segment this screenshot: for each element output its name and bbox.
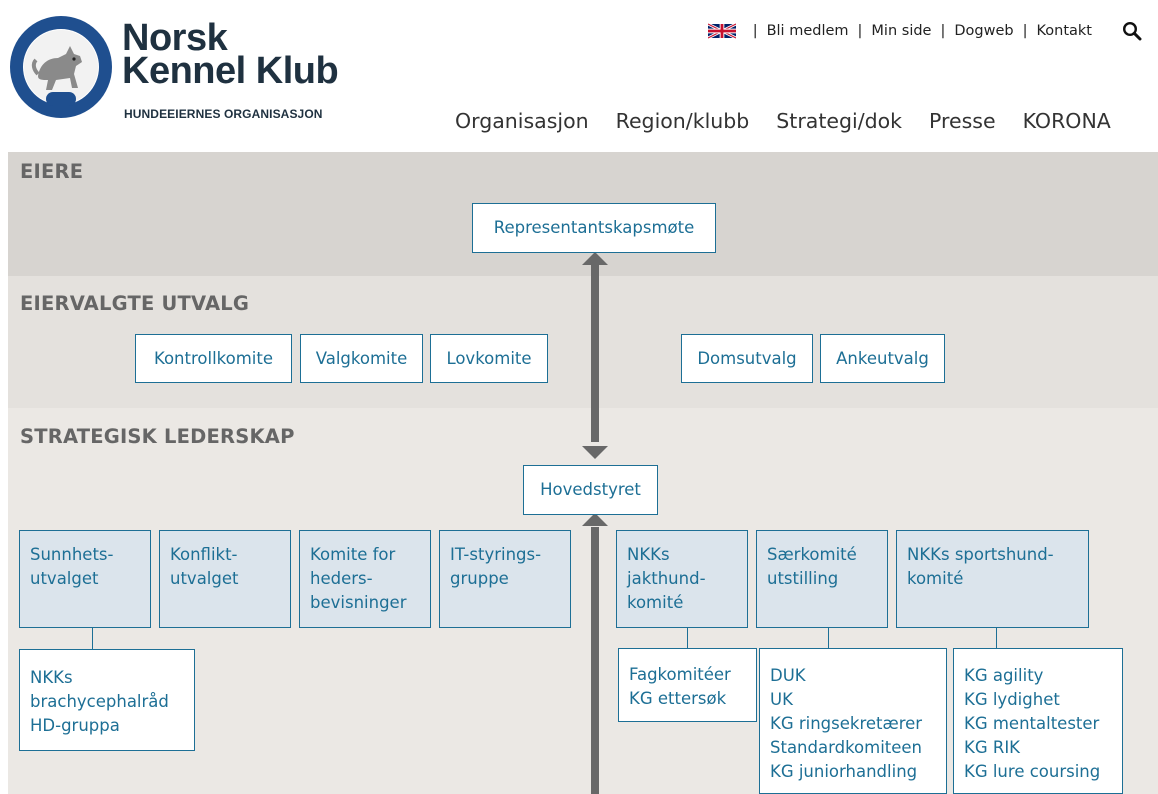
- committee-saerkomite-utstilling[interactable]: Særkomité utstilling: [756, 530, 888, 628]
- committee-konfliktutvalget[interactable]: Konflikt- utvalget: [159, 530, 291, 628]
- arrowhead-up: [582, 513, 608, 526]
- band-title-strategisk-lederskap: STRATEGISK LEDERSKAP: [20, 425, 295, 448]
- link-min-side[interactable]: Min side: [871, 23, 932, 39]
- connector-line: [687, 628, 688, 648]
- separator: |: [1022, 23, 1028, 39]
- connector-line: [92, 628, 93, 649]
- site-header: Norsk Kennel Klub HUNDEEIERNES ORGANISAS…: [0, 0, 1158, 152]
- band-title-eiere: EIERE: [20, 160, 84, 183]
- connector-line: [996, 628, 997, 648]
- connector-line: [828, 628, 829, 648]
- search-icon[interactable]: [1122, 21, 1142, 41]
- connector-spine-upper: [591, 264, 599, 442]
- separator: |: [752, 23, 758, 39]
- uk-flag-icon[interactable]: [707, 23, 736, 39]
- box-domsutvalg[interactable]: Domsutvalg: [681, 334, 813, 383]
- subgroup-sunnhet: NKKs brachycephalråd HD-gruppa: [19, 649, 195, 751]
- nav-organisasjon[interactable]: Organisasjon: [455, 109, 589, 133]
- committee-sunnhetsutvalget[interactable]: Sunnhets- utvalget: [19, 530, 151, 628]
- nkk-logo-seal[interactable]: [8, 14, 114, 120]
- committee-heders-bevisninger[interactable]: Komite for heders- bevisninger: [299, 530, 431, 628]
- committee-sportshundkomite[interactable]: NKKs sportshund- komité: [896, 530, 1089, 628]
- box-lovkomite[interactable]: Lovkomite: [430, 334, 548, 383]
- box-kontrollkomite[interactable]: Kontrollkomite: [135, 334, 292, 383]
- nav-korona[interactable]: KORONA: [1022, 109, 1111, 133]
- brand-name[interactable]: Norsk Kennel Klub: [122, 17, 339, 92]
- separator: |: [940, 23, 946, 39]
- box-valgkomite[interactable]: Valgkomite: [300, 334, 423, 383]
- subgroup-utstilling: DUK UK KG ringsekretærer Standardkomitee…: [759, 648, 947, 794]
- subgroup-sportshund: KG agility KG lydighet KG mentaltester K…: [953, 648, 1123, 794]
- link-dogweb[interactable]: Dogweb: [954, 23, 1014, 39]
- link-bli-medlem[interactable]: Bli medlem: [766, 23, 849, 39]
- nav-region-klubb[interactable]: Region/klubb: [615, 109, 750, 133]
- box-ankeutvalg[interactable]: Ankeutvalg: [820, 334, 945, 383]
- nav-strategi-dok[interactable]: Strategi/dok: [776, 109, 903, 133]
- main-nav: Organisasjon Region/klubb Strategi/dok P…: [455, 109, 1138, 133]
- box-representantskapsmote[interactable]: Representantskapsmøte: [472, 203, 716, 253]
- separator: |: [857, 23, 863, 39]
- committee-it-styringsgruppe[interactable]: IT-styrings- gruppe: [439, 530, 571, 628]
- box-hovedstyret[interactable]: Hovedstyret: [523, 465, 658, 515]
- band-title-eiervalgte-utvalg: EIERVALGTE UTVALG: [20, 292, 250, 315]
- link-kontakt[interactable]: Kontakt: [1036, 23, 1092, 39]
- connector-spine-lower: [591, 527, 599, 794]
- subgroup-jakthund: Fagkomitéer KG ettersøk: [618, 648, 757, 722]
- arrowhead-up: [582, 252, 608, 265]
- utility-nav: | Bli medlem | Min side | Dogweb | Konta…: [707, 21, 1142, 41]
- nav-presse[interactable]: Presse: [929, 109, 996, 133]
- committee-jakthundkomite[interactable]: NKKs jakthund- komité: [616, 530, 748, 628]
- arrowhead-down: [582, 446, 608, 459]
- brand-tagline: HUNDEEIERNES ORGANISASJON: [124, 107, 323, 121]
